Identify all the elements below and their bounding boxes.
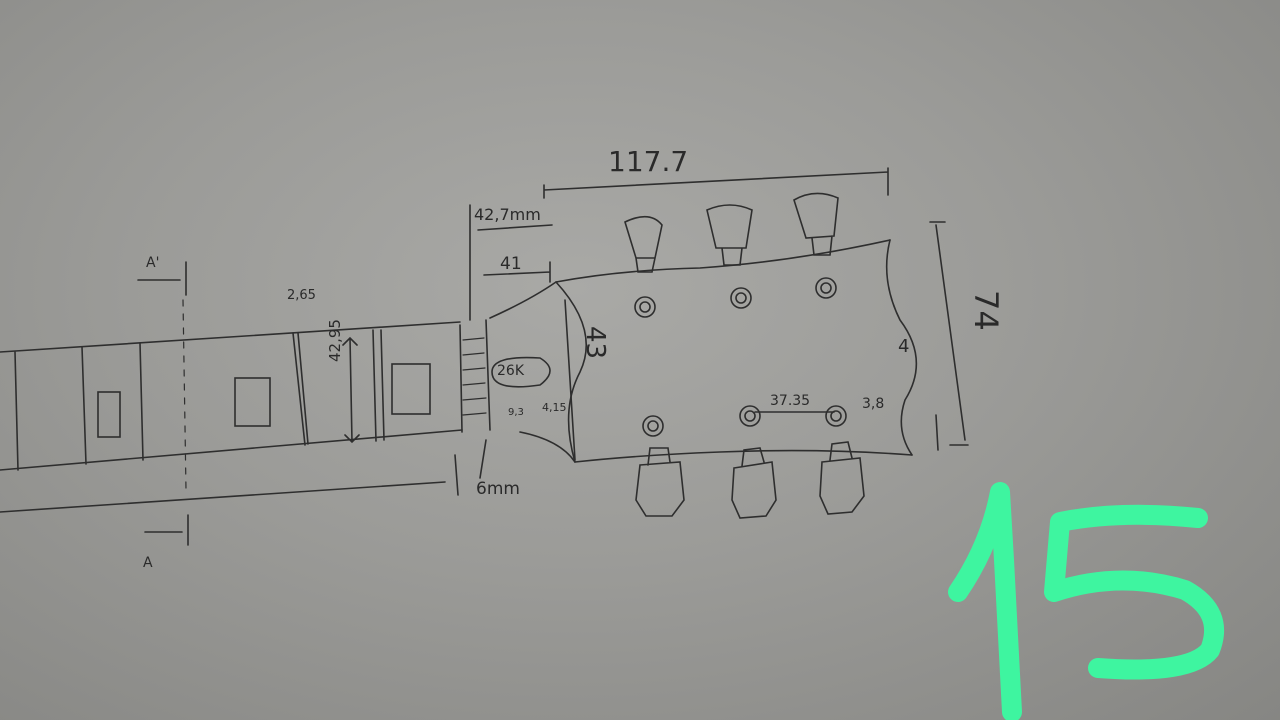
headstock-volute — [555, 281, 587, 463]
dim-label-slot-depth: 4,15 — [542, 401, 567, 414]
truss-rod-slot — [491, 356, 551, 388]
tuner-post — [642, 415, 664, 437]
tuner-post — [647, 420, 659, 432]
tuner-button — [731, 447, 777, 519]
nut-block — [459, 319, 491, 433]
inlay-marker — [391, 363, 431, 415]
section-label-top: A' — [146, 255, 160, 271]
dim-line-117 — [543, 167, 889, 199]
fret-line — [139, 342, 144, 461]
dim-line-42-95 — [342, 336, 360, 444]
dim-line-6mm — [454, 439, 487, 496]
tuner-button — [819, 441, 865, 515]
inlay-marker — [97, 391, 121, 438]
section-label-bottom: A — [143, 555, 153, 571]
headstock-tip — [885, 239, 918, 456]
tuner-post — [815, 277, 837, 299]
dim-label-tip-offset: 4 — [898, 336, 910, 357]
tuner-post — [744, 410, 756, 422]
tuner-post — [639, 301, 651, 313]
tuner-post — [730, 287, 752, 309]
neck-lower-edge — [0, 481, 446, 513]
fret-line — [297, 332, 309, 445]
dim-label-tuner-spacing: 37.35 — [770, 393, 811, 409]
neck-bottom-edge — [0, 429, 463, 471]
dim-label-headstock-length: 117.7 — [608, 145, 689, 178]
dim-label-slot-width: 26K — [497, 363, 524, 379]
tuner-button — [706, 204, 753, 266]
dim-label-nut-width: 42,7mm — [474, 205, 541, 224]
dim-label-step: 6mm — [476, 479, 520, 499]
fret-line — [292, 332, 306, 446]
fret-line — [380, 329, 385, 441]
dim-line-41 — [483, 261, 551, 283]
tuner-button — [624, 215, 663, 273]
section-arrow-top — [137, 261, 187, 296]
section-arrow-bottom — [144, 514, 189, 546]
nut-hatch — [462, 337, 487, 416]
tuner-post — [739, 405, 761, 427]
dim-line-3-8 — [935, 414, 939, 451]
tuner-button — [635, 447, 685, 517]
fret-line — [372, 329, 377, 442]
dim-label-fret-height: 2,65 — [287, 288, 316, 303]
dim-line-74 — [929, 221, 969, 446]
tuner-post — [825, 405, 847, 427]
dim-line-43 — [564, 299, 576, 461]
tuner-post — [634, 296, 656, 318]
dim-label-nut-offset: 41 — [500, 254, 522, 274]
tuner-post — [735, 292, 747, 304]
tuner-post — [820, 282, 832, 294]
tuner-post — [830, 410, 842, 422]
dim-label-slot-gap: 9,3 — [508, 407, 524, 418]
section-centerline — [182, 299, 187, 491]
dim-label-edge-offset: 3,8 — [862, 396, 885, 412]
inlay-marker — [234, 377, 271, 427]
overlay-number-text: 15 — [930, 455, 1280, 720]
tuner-button — [793, 192, 839, 256]
neck-top-edge — [0, 321, 461, 353]
fret-line — [81, 346, 87, 465]
fret-line — [14, 351, 19, 471]
dim-line-42-7 — [469, 204, 553, 321]
